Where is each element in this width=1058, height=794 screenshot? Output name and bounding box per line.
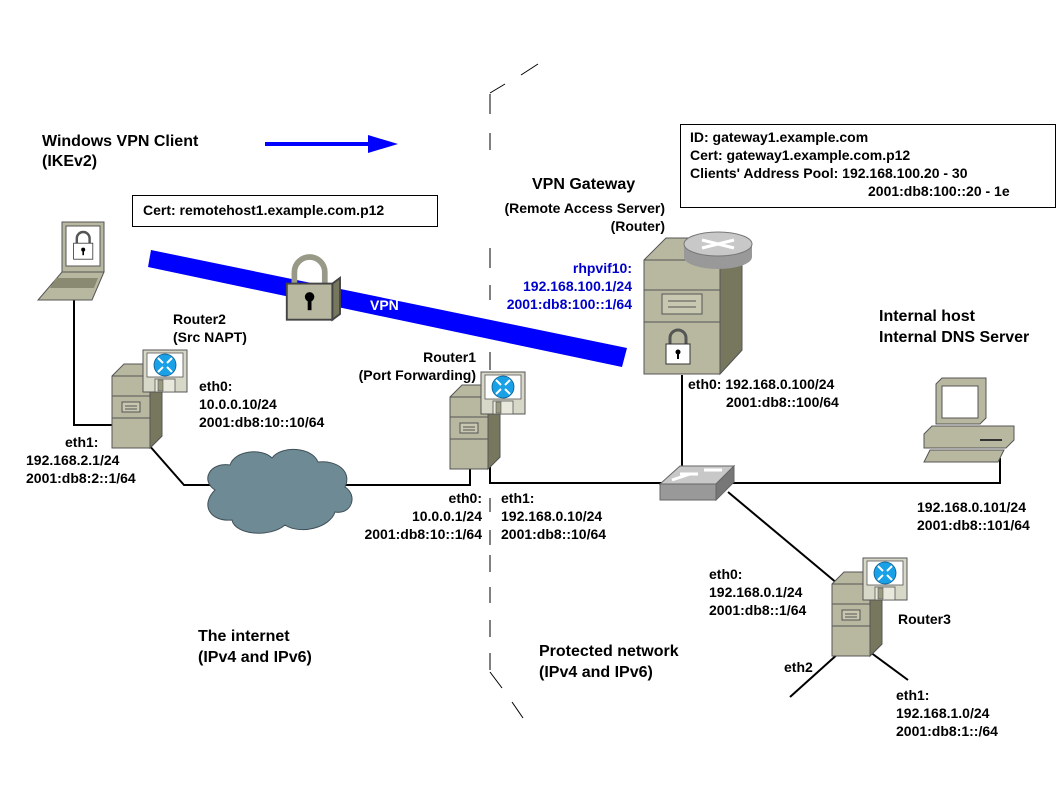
internal-host-pc-icon xyxy=(923,377,1015,463)
router1-eth0-ipv6: 2001:db8:10::1/64 xyxy=(364,526,482,542)
router3-eth0-ipv4: 192.168.0.1/24 xyxy=(709,584,803,600)
gateway-subtitle: (Remote Access Server) xyxy=(504,200,665,216)
router1-title: Router1 xyxy=(423,349,476,365)
gateway-vif-ipv4: 192.168.100.1/24 xyxy=(523,278,632,294)
gateway-router-puck-icon xyxy=(683,231,753,269)
internal-host-ipv4: 192.168.0.101/24 xyxy=(917,499,1026,515)
router1-eth0-name: eth0: xyxy=(448,490,482,506)
router1-eth1-name: eth1: xyxy=(501,490,535,506)
protected-zone-subtitle: (IPv4 and IPv6) xyxy=(539,664,653,681)
router3-eth1-ipv6: 2001:db8:1::/64 xyxy=(896,723,998,739)
internet-zone-subtitle: (IPv4 and IPv6) xyxy=(198,649,312,666)
router2-eth1-ipv6: 2001:db8:2::1/64 xyxy=(26,470,136,486)
gateway-eth0-ipv6: 2001:db8::100/64 xyxy=(726,394,839,410)
gateway-pool-ipv6: 2001:db8:100::20 - 1e xyxy=(868,183,1010,199)
router3-eth0-name: eth0: xyxy=(709,566,743,582)
router1-eth1-ipv4: 192.168.0.10/24 xyxy=(501,508,603,524)
gateway-id: ID: gateway1.example.com xyxy=(690,129,869,145)
client-title: Windows VPN Client xyxy=(42,133,199,150)
router2-eth0-ipv6: 2001:db8:10::10/64 xyxy=(199,414,325,430)
switch-icon xyxy=(658,464,736,502)
router1-subtitle: (Port Forwarding) xyxy=(358,367,476,383)
internal-host-ipv6: 2001:db8::101/64 xyxy=(917,517,1030,533)
router3-badge-icon xyxy=(862,557,908,601)
router2-eth0-ipv4: 10.0.0.10/24 xyxy=(199,396,277,412)
vpn-tunnel xyxy=(148,250,627,367)
router3-eth2-name: eth2 xyxy=(784,659,813,675)
gateway-info-box: ID: gateway1.example.com Cert: gateway1.… xyxy=(680,124,1056,208)
router3-title: Router3 xyxy=(898,611,951,627)
gateway-vif-name: rhpvif10: xyxy=(572,260,632,276)
internet-zone-title: The internet xyxy=(198,628,290,645)
gateway-eth0-ipv4: eth0: 192.168.0.100/24 xyxy=(688,376,835,392)
network-links xyxy=(73,298,1001,698)
client-subtitle: (IKEv2) xyxy=(42,153,98,170)
direction-arrow-icon xyxy=(265,135,398,153)
router2-subtitle: (Src NAPT) xyxy=(173,329,247,345)
router2-eth0-name: eth0: xyxy=(199,378,233,394)
gateway-subtitle-router: (Router) xyxy=(610,218,665,234)
router1-badge-icon xyxy=(480,371,526,415)
internal-dns-title: Internal DNS Server xyxy=(879,329,1030,346)
gateway-cert: Cert: gateway1.example.com.p12 xyxy=(690,147,911,163)
internet-cloud-icon xyxy=(207,449,353,534)
gateway-title: VPN Gateway xyxy=(532,176,636,193)
router2-title: Router2 xyxy=(173,311,226,327)
protected-zone-title: Protected network xyxy=(539,643,679,660)
vpn-tunnel-label: VPN xyxy=(370,297,399,313)
zone-boundary xyxy=(489,63,539,719)
client-cert-box: Cert: remotehost1.example.com.p12 xyxy=(132,195,438,227)
router3-eth0-ipv6: 2001:db8::1/64 xyxy=(709,602,807,618)
padlock-icon xyxy=(285,254,341,322)
router3-eth1-name: eth1: xyxy=(896,687,930,703)
router2-eth1-ipv4: 192.168.2.1/24 xyxy=(26,452,120,468)
router3-eth1-ipv4: 192.168.1.0/24 xyxy=(896,705,990,721)
router2-badge-icon xyxy=(142,349,188,393)
gateway-vif-ipv6: 2001:db8:100::1/64 xyxy=(506,296,632,312)
router1-eth1-ipv6: 2001:db8::10/64 xyxy=(501,526,607,542)
router1-eth0-ipv4: 10.0.0.1/24 xyxy=(411,508,482,524)
gateway-pool-ipv4: Clients' Address Pool: 192.168.100.20 - … xyxy=(690,165,968,181)
internal-host-title: Internal host xyxy=(879,308,976,325)
client-cert-text: Cert: remotehost1.example.com.p12 xyxy=(143,202,385,218)
router2-eth1-name: eth1: xyxy=(65,434,99,450)
laptop-icon xyxy=(36,221,105,301)
